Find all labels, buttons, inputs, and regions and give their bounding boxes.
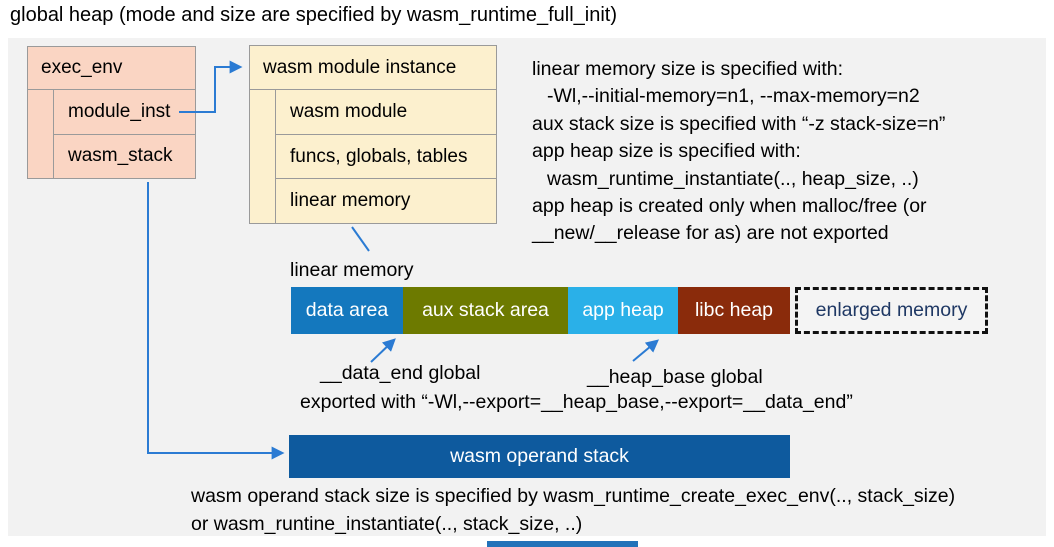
module-instance-box: wasm module instance wasm module funcs, … [249, 45, 497, 224]
module-instance-row-linear-memory: linear memory [276, 178, 496, 223]
size-notes: linear memory size is specified with: -W… [532, 56, 945, 248]
memory-segment-enlarged-memory: enlarged memory [795, 287, 988, 334]
exec-env-header: exec_env [28, 47, 195, 90]
module-instance-row-wasm-module: wasm module [290, 100, 408, 122]
memory-segment-data-area: data area [291, 287, 403, 334]
note-line: aux stack size is specified with “-z sta… [532, 112, 946, 135]
bottom-accent-bar [487, 541, 638, 547]
module-instance-header: wasm module instance [250, 46, 496, 90]
footer-notes: wasm operand stack size is specified by … [191, 483, 955, 538]
linear-memory-bar: data area aux stack area app heap libc h… [291, 287, 790, 334]
footer-line: or wasm_runtine_instantiate(.., stack_si… [191, 512, 583, 535]
exec-env-row-wasm-stack: wasm_stack [54, 133, 195, 179]
exec-env-box: exec_env module_inst wasm_stack [27, 46, 196, 179]
wasm-operand-stack-bar: wasm operand stack [289, 435, 790, 478]
exec-env-indent-strip [28, 90, 54, 178]
footer-line: wasm operand stack size is specified by … [191, 485, 956, 507]
note-line: __new/__release for as) are not exported [532, 222, 889, 245]
data-end-global-label: __data_end global [320, 362, 481, 384]
memory-segment-aux-stack-area: aux stack area [403, 287, 568, 334]
memory-segment-app-heap: app heap [568, 287, 678, 334]
note-line: app heap is created only when malloc/fre… [532, 195, 927, 218]
linear-memory-label: linear memory [290, 259, 414, 281]
module-instance-row-funcs-globals-tables: funcs, globals, tables [276, 133, 496, 179]
memory-segment-libc-heap: libc heap [678, 287, 790, 334]
note-line: app heap size is specified with: [532, 140, 801, 163]
export-note-label: exported with “-Wl,--export=__heap_base,… [300, 391, 853, 413]
exec-env-row-module-inst: module_inst [68, 100, 171, 122]
note-line: -Wl,--initial-memory=n1, --max-memory=n2 [547, 85, 920, 108]
exec-env-body: module_inst wasm_stack [28, 90, 195, 178]
heap-base-global-label: __heap_base global [587, 366, 763, 388]
module-instance-indent-strip [250, 90, 276, 223]
note-line: wasm_runtime_instantiate(.., heap_size, … [547, 167, 919, 190]
module-instance-body: wasm module funcs, globals, tables linea… [250, 90, 496, 223]
page-title: global heap (mode and size are specified… [10, 4, 617, 26]
note-line: linear memory size is specified with: [532, 58, 844, 80]
